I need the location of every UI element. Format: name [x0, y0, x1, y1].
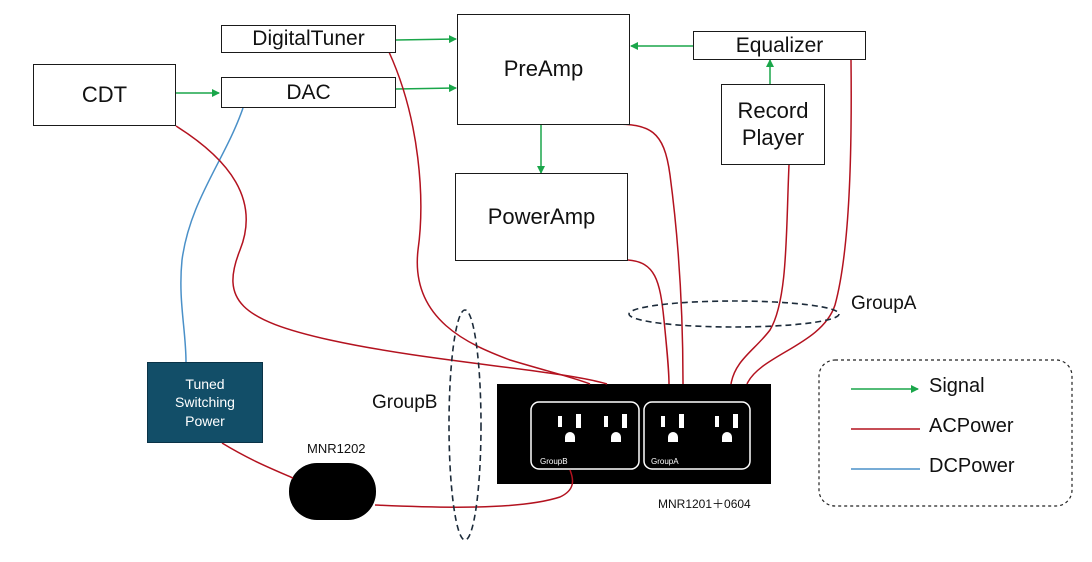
group-b-ellipse [448, 309, 482, 541]
signal-arrow-tuner-preamp [395, 35, 457, 44]
dc-power-wire [180, 107, 244, 363]
outlet-group-a-label: GroupA [651, 457, 679, 466]
legend-acpower-label: ACPower [929, 415, 1014, 437]
legend-dcpower-label: DCPower [929, 455, 1015, 477]
preamp-label: PreAmp [503, 56, 584, 82]
tsp-label-line3: Power [185, 412, 225, 429]
ac-wire-recordplayer [730, 164, 790, 385]
ac-wire-poweramp [627, 259, 670, 385]
group-a-label: GroupA [851, 293, 917, 314]
ac-wire-cdt [175, 125, 608, 385]
record-player-box: Record Player [721, 84, 825, 165]
digital-tuner-label: DigitalTuner [252, 27, 365, 51]
digital-tuner-box: DigitalTuner [221, 25, 396, 53]
ac-wire-tuner [388, 51, 591, 385]
dac-label: DAC [286, 80, 331, 104]
ac-wire-mnr1202-to-strip [374, 469, 574, 508]
equalizer-label: Equalizer [735, 33, 824, 57]
cdt-box: CDT [33, 64, 176, 126]
preamp-box: PreAmp [457, 14, 630, 125]
tsp-label-line2: Switching [175, 394, 235, 411]
record-player-label-line2: Player [741, 124, 805, 150]
equalizer-box: Equalizer [693, 31, 866, 60]
ac-wire-preamp [611, 123, 684, 385]
group-b-label: GroupB [372, 392, 438, 413]
outlet-group-a [643, 401, 751, 470]
record-player-label-line1: Record [737, 98, 809, 124]
tsp-label-line1: Tuned [185, 376, 225, 393]
mnr1202-label: MNR1202 [307, 441, 366, 456]
dac-box: DAC [221, 77, 396, 108]
mnr1201-label: MNR1201＋0604 [658, 497, 751, 511]
mnr1202-noise-filter [289, 463, 376, 520]
outlet-group-b-label: GroupB [540, 457, 568, 466]
socket [558, 414, 738, 442]
poweramp-label: PowerAmp [487, 203, 596, 229]
ac-wire-equalizer [746, 59, 852, 385]
legend-signal-label: Signal [929, 375, 985, 397]
group-a-ellipse [628, 300, 840, 328]
ac-wire-tsp [221, 442, 294, 479]
cdt-label: CDT [81, 81, 128, 107]
poweramp-box: PowerAmp [455, 173, 628, 261]
tuned-switching-power-box: Tuned Switching Power [147, 362, 263, 443]
signal-arrow-dac-preamp [395, 84, 457, 93]
